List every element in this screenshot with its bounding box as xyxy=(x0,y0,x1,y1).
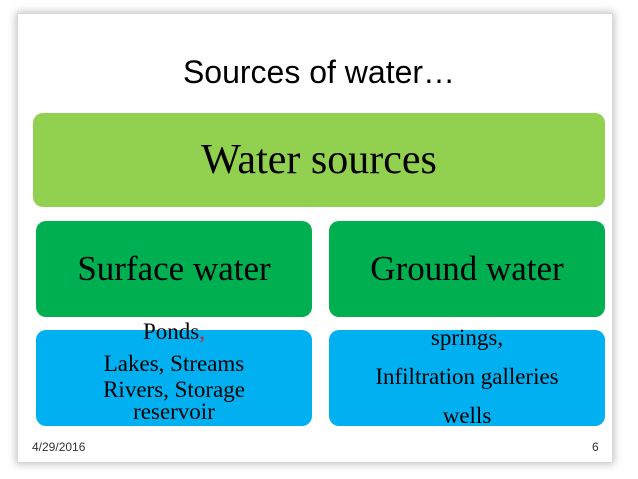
ground-water-examples-list: springs, Infiltration galleries wells xyxy=(329,325,605,429)
surface-water-item-comma: , xyxy=(199,319,205,344)
surface-water-item: Lakes, Streams xyxy=(103,351,245,376)
ground-water-label: Ground water xyxy=(370,249,564,288)
ground-water-item: springs, xyxy=(430,325,504,350)
surface-water-item: Ponds, xyxy=(36,319,312,345)
surface-water-box: Surface water xyxy=(36,221,312,317)
surface-water-item: Rivers, Storage xyxy=(103,377,245,402)
water-sources-label: Water sources xyxy=(201,137,437,183)
slide-title: Sources of water… xyxy=(182,54,456,90)
surface-water-label: Surface water xyxy=(77,249,271,288)
surface-water-examples-box: Ponds, Lakes, Streams Rivers, Storage re… xyxy=(36,319,312,426)
slide-page-number: 6 xyxy=(592,440,599,454)
slide-date: 4/29/2016 xyxy=(32,440,86,454)
surface-water-item-text: Ponds xyxy=(143,319,200,344)
ground-water-item: Infiltration galleries xyxy=(375,364,559,389)
surface-water-examples-list: Ponds, Lakes, Streams Rivers, Storage re… xyxy=(36,319,312,424)
ground-water-examples-box: springs, Infiltration galleries wells xyxy=(329,325,605,428)
water-sources-box: Water sources xyxy=(33,113,605,207)
ground-water-item: wells xyxy=(442,403,492,428)
ground-water-box: Ground water xyxy=(329,221,605,317)
surface-water-item: reservoir xyxy=(133,399,215,424)
